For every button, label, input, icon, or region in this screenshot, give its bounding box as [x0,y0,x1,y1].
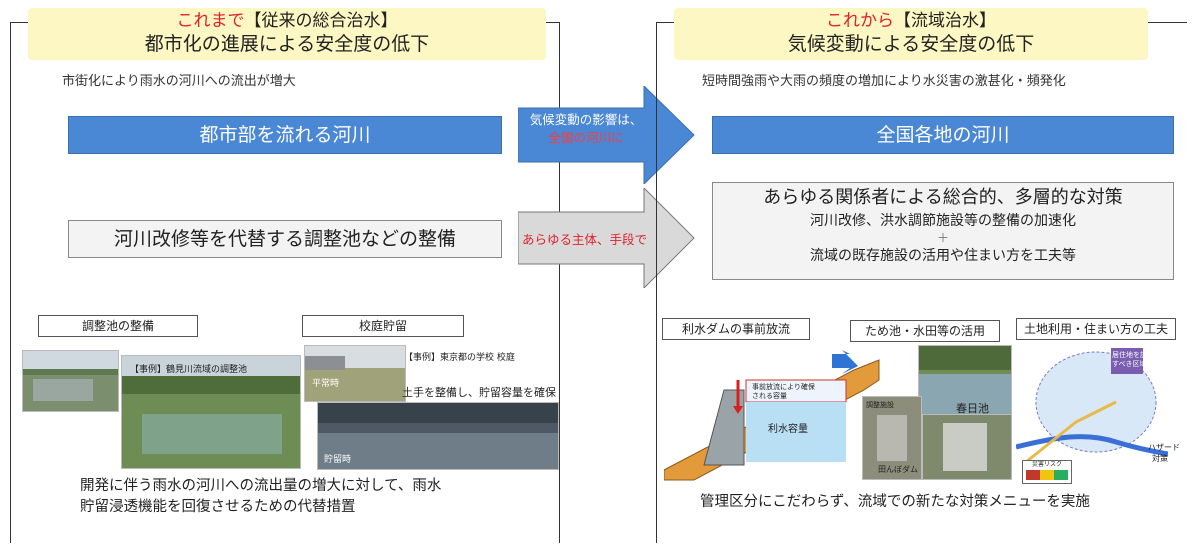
right-box-line3: 流域の既存施設の活用や住まい方を工夫等 [810,248,1076,264]
dam-label-capacity-2: される容量 [752,392,787,400]
arrow-all-actors [518,188,695,288]
arrow-climate-impact [518,86,695,184]
left-measure-box: 河川改修等を代替する調整池などの整備 [68,220,502,258]
left-subtitle: 市街化により雨水の河川への流出が増大 [62,74,296,89]
left-blue-bar: 都市部を流れる河川 [68,116,502,154]
photo-label-normal: 平常時 [312,379,340,389]
right-subtitle: 短時間強雨や大雨の頻度の増加により水災害の激甚化・頻発化 [702,74,1066,89]
photo-label-facility: 調整施設 [866,401,894,409]
right-measure-box: あらゆる関係者による総合的、多層的な対策 河川改修、洪水調節施設等の整備の加速化… [712,182,1174,280]
map-label-area: すべき区域 [1112,360,1147,368]
left-header-title: 【従来の総合治水】 [244,11,398,31]
photo-label-storage: 貯留時 [324,455,352,465]
right-box-plus: ＋ [936,231,949,245]
photo-label-paddy: 田んぼダム [878,465,918,474]
right-header: これから【流域治水】 気候変動による安全度の低下 [674,8,1148,60]
dam-diagram [664,350,880,481]
tag-dam-release: 利水ダムの事前放流 [662,318,810,340]
left-header-era: これまで [176,11,245,31]
map-legend: 災害リスク [1022,460,1072,484]
photo-label-school: 【事例】東京都の学校 校庭 [404,353,515,363]
map-label-induce: 居住地を誘導 [1112,351,1154,359]
right-caption: 管理区分にこだわらず、流域での新たな対策メニューを実施 [700,494,1090,510]
tag-schoolyard-storage: 校庭貯留 [302,315,464,337]
map-label-hazard: ハザード [1148,443,1180,452]
left-header: これまで【従来の総合治水】 都市化の進展による安全度の低下 [28,8,546,60]
left-caption: 開発に伴う雨水の河川への流出量の増大に対して、雨水 貯留浸透機能を回復させるため… [80,476,550,518]
right-box-line2: 河川改修、洪水調節施設等の整備の加速化 [810,213,1076,229]
tag-pond-paddy: ため池・水田等の活用 [850,320,1000,342]
right-blue-bar: 全国各地の河川 [712,116,1174,154]
photo-retention-pond-large [121,355,301,469]
right-header-title: 【流域治水】 [894,11,996,31]
left-header-subtitle: 都市化の進展による安全度の低下 [144,33,430,55]
land-use-map [1016,342,1168,480]
right-header-subtitle: 気候変動による安全度の低下 [787,33,1035,55]
arrow-climate-text: 気候変動の影響は、 全国の河川に [522,111,650,147]
map-legend-swatches [1026,470,1068,480]
left-caption-line2: 貯留浸透機能を回復させるための代替措置 [80,499,356,515]
photo-label-pond: 【事例】鶴見川流域の調整池 [130,365,248,375]
arrow-all-actors-text: あらゆる主体、手段で [522,232,648,247]
left-caption-line1: 開発に伴う雨水の河川への流出量の増大に対して、雨水 [80,478,442,494]
tag-retention-pond: 調整池の整備 [38,315,198,337]
dam-label-capacity-1: 事前放流により確保 [752,383,815,391]
map-label-measure: 対策 [1152,454,1168,463]
tag-land-use: 土地利用・住まい方の工夫 [1016,318,1176,340]
photo-schoolyard-normal [304,345,406,402]
map-legend-title: 災害リスク [1031,461,1062,468]
photo-retention-pond-small [22,350,119,412]
dam-label-water: 利水容量 [768,424,808,435]
right-header-era: これから [826,11,894,31]
arrow-climate-line1: 気候変動の影響は、 [529,112,643,127]
photo-paddy-dam [922,414,1012,480]
right-box-title: あらゆる関係者による総合的、多層的な対策 [763,187,1123,208]
photo-adjustment-facility [862,396,922,480]
photo-schoolyard-flooded [317,402,559,470]
photo-label-embankment: 土手を整備し、貯留容量を確保 [402,386,556,399]
arrow-climate-line2: 全国の河川に [548,130,624,145]
photo-kasuga-pond [918,345,1012,415]
pond-label: 春日池 [956,402,989,415]
